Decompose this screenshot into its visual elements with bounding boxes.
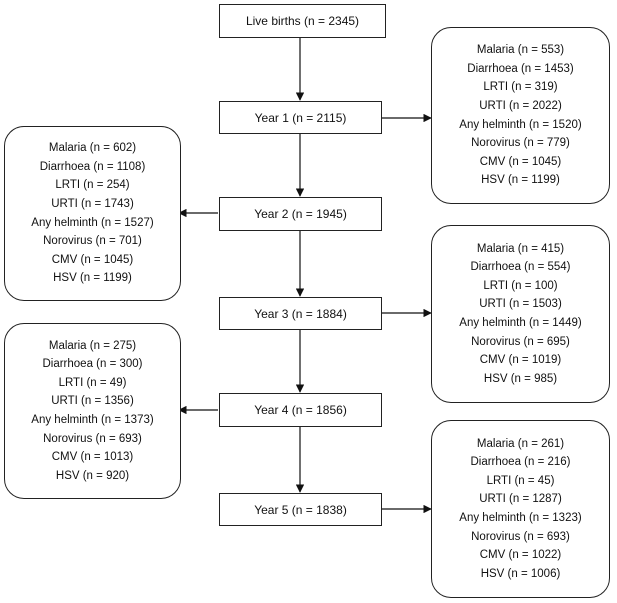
side-line: Diarrhoea (n = 554) — [470, 261, 571, 274]
side-line: Norovirus (n = 693) — [43, 432, 142, 445]
box-year-4: Year 4 (n = 1856) — [219, 393, 382, 427]
box-year-3: Year 3 (n = 1884) — [219, 297, 382, 330]
side-line: Any helminth (n = 1373) — [31, 414, 154, 426]
box-year-2: Year 2 (n = 1945) — [219, 197, 382, 231]
side-line: Diarrhoea (n = 300) — [42, 358, 143, 371]
side-line: LRTI (n = 254) — [55, 179, 130, 192]
side-line: Norovirus (n = 779) — [471, 137, 570, 150]
side-line: LRTI (n = 45) — [486, 474, 555, 487]
side-line: CMV (n = 1019) — [479, 354, 562, 367]
side-line: URTI (n = 1287) — [479, 493, 562, 506]
side-line: Malaria (n = 602) — [48, 142, 137, 155]
side-line: Any helminth (n = 1449) — [459, 317, 582, 329]
side-line: HSV (n = 1199) — [481, 174, 560, 187]
side-line: Norovirus (n = 693) — [471, 530, 570, 543]
side-line: Malaria (n = 415) — [476, 242, 565, 255]
side-box-year-1: Malaria (n = 553) Diarrhoea (n = 1453) L… — [431, 27, 610, 204]
side-line: Norovirus (n = 695) — [471, 335, 570, 348]
side-line: Any helminth (n = 1527) — [31, 216, 154, 229]
box-year-5: Year 5 (n = 1838) — [219, 493, 382, 526]
side-line: Any helminth (n = 1520) — [459, 118, 582, 131]
side-line: HSV (n = 1006) — [480, 567, 561, 580]
side-line: URTI (n = 1356) — [51, 395, 134, 408]
box-label: Year 3 (n = 1884) — [254, 306, 347, 321]
side-line: Malaria (n = 553) — [476, 44, 565, 57]
side-box-year-4: Malaria (n = 275) Diarrhoea (n = 300) LR… — [4, 323, 181, 499]
side-line: Malaria (n = 275) — [48, 339, 137, 352]
side-line: LRTI (n = 100) — [483, 279, 558, 292]
box-year-1: Year 1 (n = 2115) — [219, 101, 382, 134]
side-line: CMV (n = 1013) — [51, 451, 134, 464]
side-line: URTI (n = 2022) — [479, 99, 562, 112]
side-box-year-3: Malaria (n = 415) Diarrhoea (n = 554) LR… — [431, 225, 610, 403]
side-line: HSV (n = 1199) — [53, 272, 132, 285]
box-label: Live births (n = 2345) — [245, 14, 360, 28]
side-line: HSV (n = 920) — [55, 469, 130, 482]
side-line: LRTI (n = 49) — [58, 376, 127, 389]
side-line: Diarrhoea (n = 216) — [470, 456, 571, 469]
side-line: LRTI (n = 319) — [483, 81, 558, 94]
side-line: Any helminth (n = 1323) — [459, 512, 582, 524]
box-live-births: Live births (n = 2345) — [219, 4, 386, 38]
side-line: URTI (n = 1743) — [51, 197, 134, 210]
side-line: HSV (n = 985) — [483, 372, 558, 385]
side-line: CMV (n = 1045) — [479, 155, 562, 168]
side-line: Norovirus (n = 701) — [43, 235, 142, 248]
side-line: Diarrhoea (n = 1108) — [39, 160, 146, 173]
side-line: Malaria (n = 261) — [476, 437, 565, 450]
side-box-year-2: Malaria (n = 602) Diarrhoea (n = 1108) L… — [4, 126, 181, 301]
side-line: URTI (n = 1503) — [479, 298, 562, 311]
side-line: Diarrhoea (n = 1453) — [467, 62, 574, 75]
side-box-year-5: Malaria (n = 261) Diarrhoea (n = 216) LR… — [431, 420, 610, 598]
side-line: CMV (n = 1022) — [479, 549, 562, 562]
side-line: CMV (n = 1045) — [51, 253, 134, 266]
box-label: Year 5 (n = 1838) — [254, 502, 347, 517]
box-label: Year 1 (n = 2115) — [254, 110, 347, 125]
box-label: Year 4 (n = 1856) — [254, 403, 347, 417]
box-label: Year 2 (n = 1945) — [254, 207, 347, 221]
